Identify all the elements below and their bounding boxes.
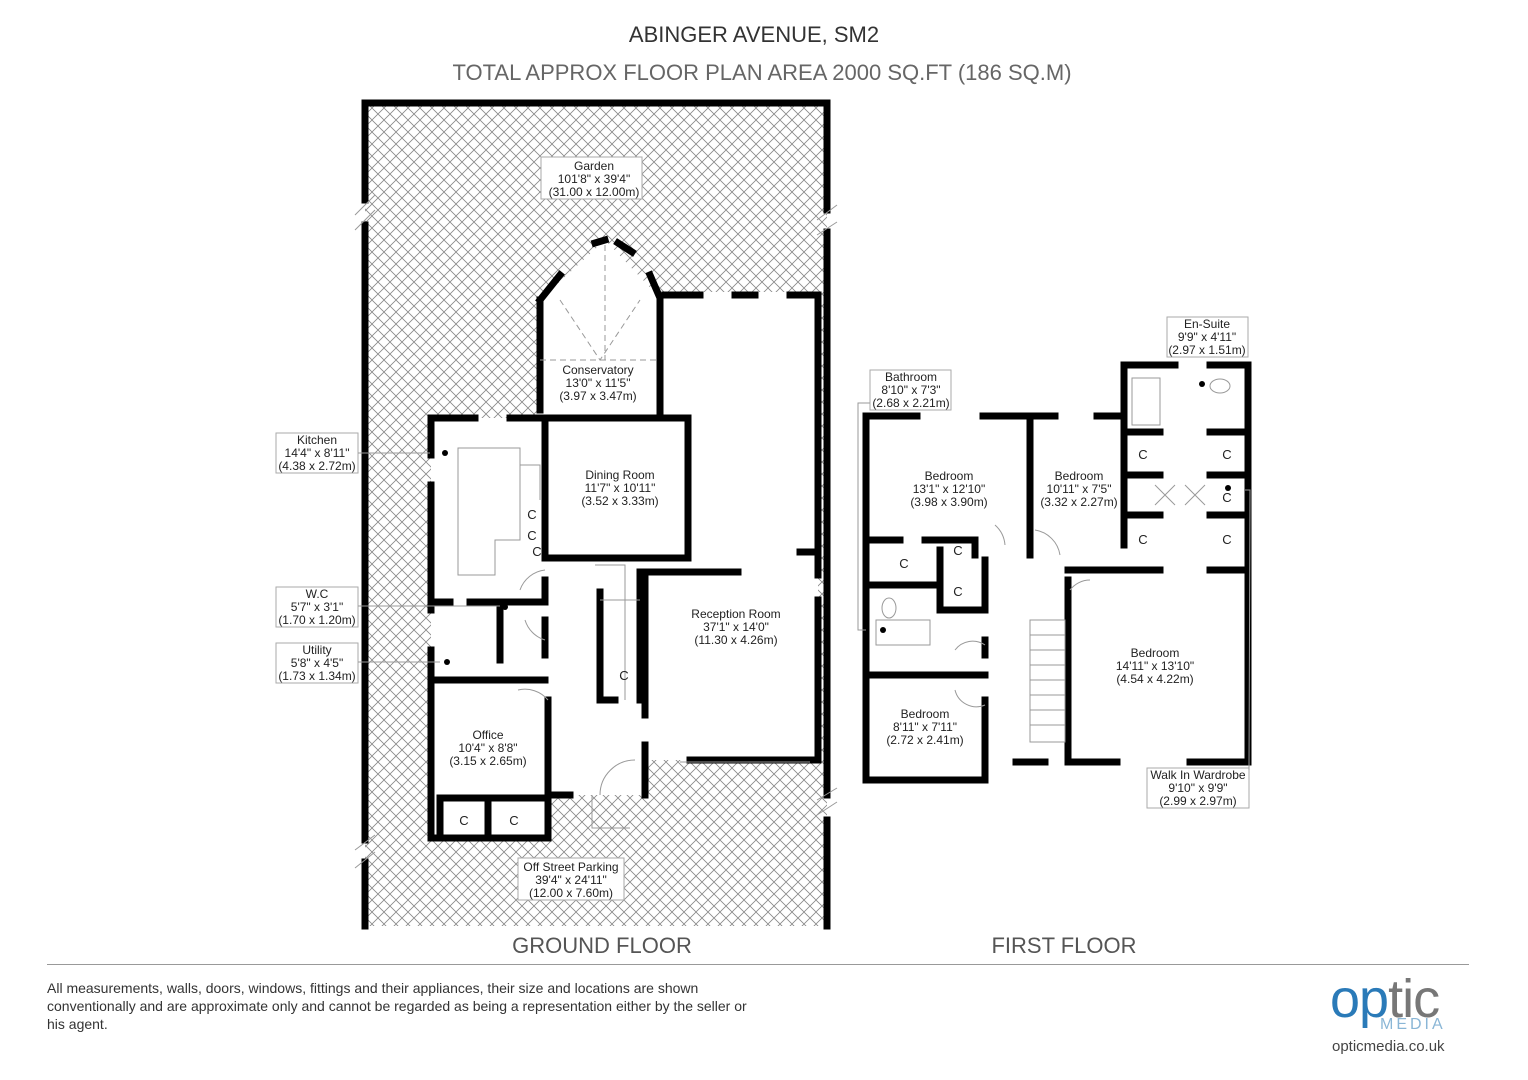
room-name-conservatory: Conservatory [562,363,633,377]
office-cupboard-walls [436,794,549,842]
reception-walls [661,291,822,764]
ground-house-footprint [431,240,818,838]
kitchen-units [457,447,541,576]
property-address: ABINGER AVENUE, SM2 [628,22,880,47]
room-name-office: Office [472,728,503,742]
room-size-metric: (3.98 x 3.90m) [910,495,987,509]
room-size-imperial: 10'11" x 7'5" [1047,482,1112,496]
first-floor-inner-walls [862,412,1252,766]
room-size-metric: (4.54 x 4.22m) [1116,672,1193,686]
room-name-dining-room: Dining Room [585,468,654,482]
optic-media-logo: optic MEDIA opticmedia.co.uk [1330,972,1480,1062]
room-name-walk-in-wardrobe: Walk In Wardrobe [1150,768,1245,782]
room-size-imperial: 13'1" x 12'10" [913,482,986,496]
room-size-imperial: 8'10" x 7'3" [881,383,940,397]
first-floor-label: FIRST FLOOR [991,933,1136,958]
room-name-parking: Off Street Parking [523,860,618,874]
room-name-en-suite: En-Suite [1184,317,1230,331]
room-size-metric: (2.72 x 2.41m) [886,733,963,747]
room-size-imperial: 101'8" x 39'4" [558,172,631,186]
room-size-metric: (11.30 x 4.26m) [694,633,777,647]
room-name-bedroom: Bedroom [901,707,950,721]
room-name-bedroom: Bedroom [925,469,974,483]
first-floor-outer-walls [862,361,1252,784]
dining-walls [427,414,692,562]
cupboard-label: C [953,543,962,558]
room-size-imperial: 10'4" x 8'8" [458,741,517,755]
cupboard-label: C [899,556,908,571]
room-size-imperial: 11'7" x 10'11" [585,481,656,495]
ground-floor-plan: C C C C C C Garden 101'8" x 39'4" (31.00… [275,99,838,958]
room-size-metric: (1.73 x 1.34m) [278,669,355,683]
logo-tic: tic [1388,969,1440,1029]
room-name-bedroom: Bedroom [1131,646,1180,660]
cupboard-label: C [527,507,536,522]
room-size-metric: (31.00 x 12.00m) [549,185,640,199]
cupboard-label: C [532,544,541,559]
room-name-garden: Garden [574,159,614,173]
total-floor-area: TOTAL APPROX FLOOR PLAN AREA 2000 SQ.FT … [452,60,1072,85]
cupboard-label: C [1222,447,1231,462]
first-floor-plan: C C C C C C C C En-Suite 9'9" x 4'11" (2… [857,316,1252,958]
room-name-bathroom: Bathroom [885,370,937,384]
stair-cupboard-walls [596,568,644,704]
room-size-imperial: 39'4" x 24'11" [535,873,607,887]
room-size-metric: (3.52 x 3.33m) [581,494,658,508]
room-name-reception-room: Reception Room [691,607,780,621]
reception-inner-walls [641,548,822,799]
website-url: opticmedia.co.uk [1332,1038,1445,1055]
room-size-imperial: 9'10" x 9'9" [1168,781,1227,795]
logo-op: op [1330,969,1389,1029]
room-size-metric: (12.00 x 7.60m) [529,886,613,900]
cupboard-label: C [1138,447,1147,462]
garden-boundary-top [361,99,831,214]
room-size-metric: (3.15 x 2.65m) [449,754,526,768]
room-name-bedroom: Bedroom [1055,469,1104,483]
room-size-metric: (2.68 x 2.21m) [872,396,949,410]
garden-boundary [361,228,831,930]
room-size-imperial: 5'7" x 3'1" [291,600,343,614]
cupboard-label: C [527,528,536,543]
cupboard-label: C [459,813,468,828]
room-size-metric: (1.70 x 1.20m) [278,613,355,627]
conservatory-walls [535,235,664,422]
room-size-metric: (4.38 x 2.72m) [278,459,355,473]
ground-floor-label: GROUND FLOOR [512,933,692,958]
room-size-imperial: 13'0" x 11'5" [566,376,631,390]
cupboard-label: C [953,584,962,599]
room-size-imperial: 8'11" x 7'11" [893,720,957,734]
footer-divider [47,964,1469,965]
room-size-metric: (3.32 x 2.27m) [1040,495,1117,509]
disclaimer-text: All measurements, walls, doors, windows,… [47,980,747,1032]
room-size-metric: (2.97 x 1.51m) [1168,343,1245,357]
room-name-wc: W.C [306,587,329,601]
room-size-imperial: 5'8" x 4'5" [291,656,343,670]
logo-media: MEDIA [1380,1016,1446,1033]
cupboard-label: C [509,813,518,828]
cupboard-label: C [619,668,628,683]
wc-utility-walls [427,576,552,842]
cupboard-label: C [1138,532,1147,547]
room-name-utility: Utility [302,643,331,657]
cupboard-label: C [1222,532,1231,547]
cupboard-label: C [1222,490,1231,505]
room-size-metric: (3.97 x 3.47m) [559,389,636,403]
room-size-metric: (2.99 x 2.97m) [1159,794,1236,808]
room-size-imperial: 37'1" x 14'0" [703,620,769,634]
room-size-imperial: 9'9" x 4'11" [1178,330,1236,344]
room-name-kitchen: Kitchen [297,433,337,447]
room-size-imperial: 14'4" x 8'11" [285,446,350,460]
room-size-imperial: 14'11" x 13'10" [1116,659,1194,673]
